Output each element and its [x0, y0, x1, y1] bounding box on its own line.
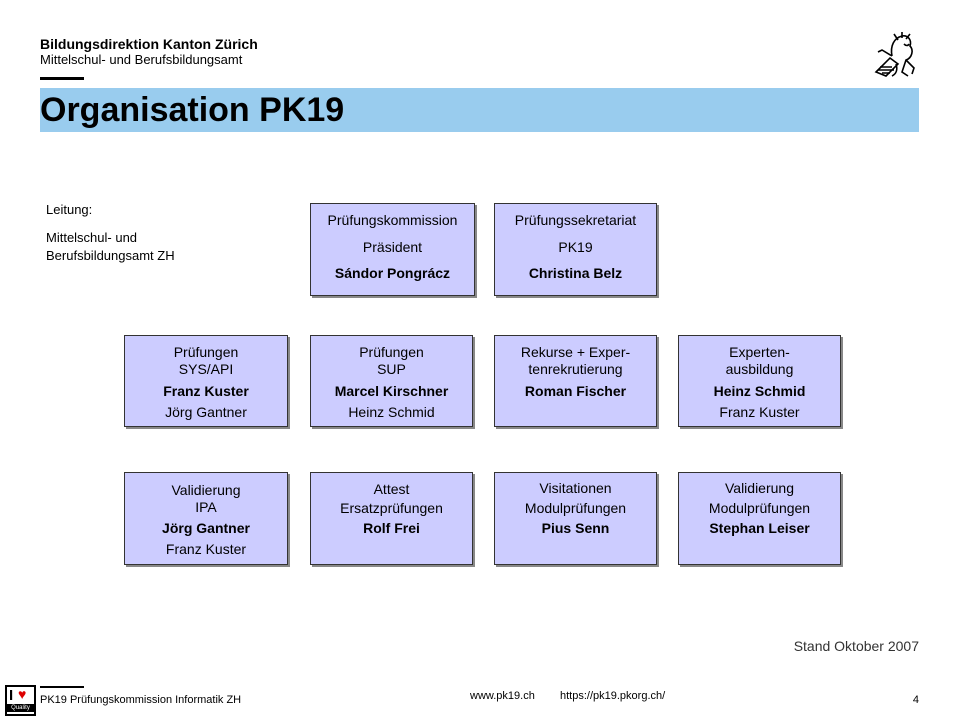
page-number: 4	[912, 694, 919, 706]
box-role: Präsident	[362, 239, 423, 255]
leitung-text: Mittelschul- und Berufsbildungsamt ZH	[46, 229, 246, 265]
zurich-lion-crest-icon	[874, 32, 915, 77]
box-label: tenrekrutierung	[528, 361, 623, 377]
box-label: Validierung	[171, 482, 241, 498]
box-label: ausbildung	[725, 361, 794, 377]
box-person: Stephan Leiser	[709, 520, 810, 536]
footer-rule	[40, 686, 84, 688]
box-label: Visitationen	[539, 480, 612, 496]
box-label: Prüfungssekretariat	[514, 212, 637, 228]
box-pruefungskommission: Prüfungskommission Präsident Sándor Pong…	[310, 203, 475, 296]
box-label: SUP	[377, 361, 406, 377]
box-label: Attest	[373, 481, 410, 497]
box-pruefungen-sup: Prüfungen SUP Marcel Kirschner Heinz Sch…	[310, 335, 473, 427]
box-label: Prüfungen	[359, 344, 424, 360]
box-validierung-modulpruefungen: Validierung Modulprüfungen Stephan Leise…	[678, 472, 841, 565]
box-pruefungen-sys-api: Prüfungen SYS/API Franz Kuster Jörg Gant…	[124, 335, 288, 427]
box-label: Prüfungen	[173, 344, 239, 360]
box-label: Modulprüfungen	[708, 500, 811, 516]
box-label: Modulprüfungen	[524, 500, 627, 516]
box-pruefungssekretariat: Prüfungssekretariat PK19 Christina Belz	[494, 203, 657, 296]
box-attest: Attest Ersatzprüfungen Rolf Frei	[310, 472, 473, 565]
logo-word: Quality	[7, 704, 34, 712]
box-label: Prüfungskommission	[327, 212, 458, 228]
box-person: Marcel Kirschner	[334, 383, 449, 399]
box-person: Christina Belz	[528, 265, 623, 281]
box-label: Experten-	[729, 344, 790, 360]
footer-link-pkorg[interactable]: https://pk19.pkorg.ch/	[560, 690, 666, 702]
box-person: Franz Kuster	[163, 383, 249, 399]
footer-link-pk19[interactable]: www.pk19.ch	[470, 690, 535, 702]
box-label: Ersatzprüfungen	[340, 500, 443, 516]
box-validierung-ipa: Validierung IPA Jörg Gantner Franz Kuste…	[124, 472, 288, 565]
logo-letter: I	[9, 687, 14, 704]
box-rekurse: Rekurse + Exper- tenrekrutierung Roman F…	[494, 335, 657, 427]
box-person: Rolf Frei	[363, 520, 420, 536]
heart-icon: ♥	[18, 686, 27, 702]
box-label: Validierung	[724, 480, 794, 496]
box-person: Jörg Gantner	[165, 404, 247, 420]
box-person: Franz Kuster	[719, 404, 800, 420]
leitung-line-2: Berufsbildungsamt ZH	[46, 248, 175, 263]
box-label: IPA	[195, 499, 217, 515]
box-label: Rekurse + Exper-	[520, 344, 631, 360]
box-role: PK19	[558, 239, 593, 255]
footer-org: PK19 Prüfungskommission Informatik ZH	[40, 694, 242, 706]
leitung-label: Leitung:	[46, 202, 93, 217]
status-date: Stand Oktober 2007	[793, 638, 919, 654]
box-person: Pius Senn	[541, 520, 610, 536]
box-expertenausbildung: Experten- ausbildung Heinz Schmid Franz …	[678, 335, 841, 427]
header-rule	[40, 77, 84, 80]
box-person: Jörg Gantner	[162, 520, 250, 536]
box-person: Heinz Schmid	[348, 404, 435, 420]
box-person: Roman Fischer	[524, 383, 627, 399]
slide-title: Organisation PK19	[40, 91, 345, 129]
box-person: Franz Kuster	[165, 541, 247, 557]
title-bar	[40, 88, 919, 132]
leitung-line-1: Mittelschul- und	[46, 230, 138, 245]
box-label: SYS/API	[178, 361, 234, 377]
department-name: Mittelschul- und Berufsbildungsamt	[40, 52, 243, 67]
i-love-quality-logo-icon: I ♥ Quality	[5, 685, 36, 716]
box-person: Heinz Schmid	[713, 383, 806, 399]
box-person: Sándor Pongrácz	[334, 265, 451, 281]
box-visitationen: Visitationen Modulprüfungen Pius Senn	[494, 472, 657, 565]
org-name: Bildungsdirektion Kanton Zürich	[40, 36, 258, 52]
